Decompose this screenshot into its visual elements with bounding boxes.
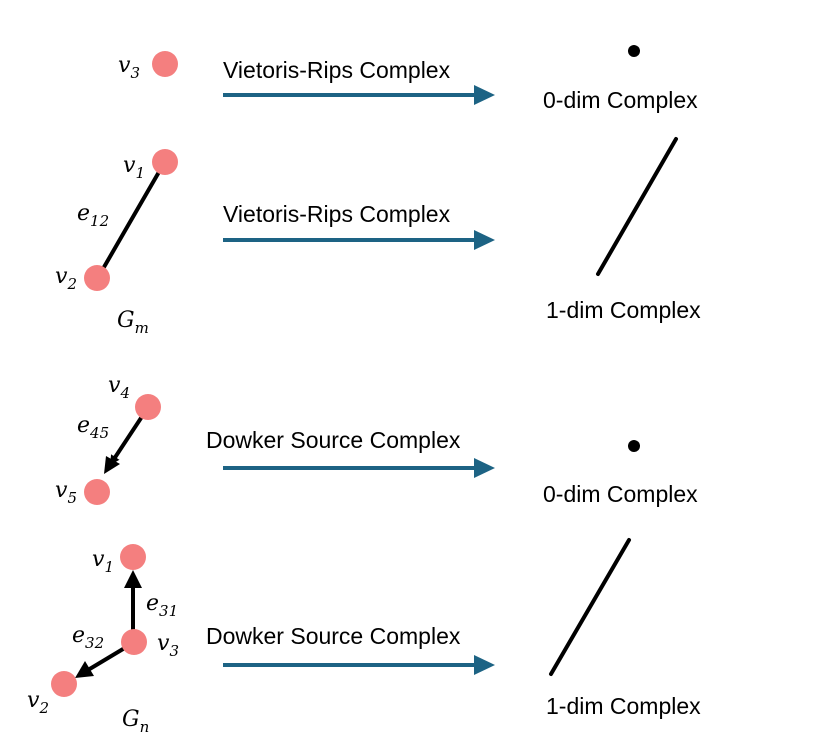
- label-v2-row2: v2: [55, 264, 77, 293]
- edge-e32: [86, 644, 130, 672]
- row1-arrow-head: [474, 85, 495, 105]
- row3-arrow-label: Dowker Source Complex: [206, 427, 461, 453]
- node-v5: [84, 479, 110, 505]
- label-v1-row2: v1: [123, 153, 145, 182]
- row4-line-simplex: [549, 538, 631, 676]
- row3-graph: v4 e45 v5: [55, 373, 161, 507]
- label-v2-row4: v2: [27, 688, 49, 717]
- label-v1-row4: v1: [92, 547, 114, 576]
- label-e31: e31: [146, 591, 178, 620]
- row2-graph: v1 e12 v2 Gm: [55, 149, 178, 337]
- row4-graph: v1 e31 e32 v3 v2 Gn: [27, 544, 179, 736]
- node-v2-row2: [84, 265, 110, 291]
- edge-e45: [109, 410, 147, 466]
- row2-result: 1-dim Complex: [546, 137, 701, 323]
- arrowhead-e31: [124, 570, 142, 588]
- row3-arrow: Dowker Source Complex: [206, 427, 495, 478]
- row3-result-label: 0-dim Complex: [543, 481, 698, 507]
- row1-arrow: Vietoris-Rips Complex: [223, 57, 495, 105]
- node-v3-row1: [152, 51, 178, 77]
- row1-result-label: 0-dim Complex: [543, 87, 698, 113]
- row4-arrow: Dowker Source Complex: [206, 623, 495, 675]
- label-v3-row4: v3: [157, 631, 179, 660]
- label-v5: v5: [55, 478, 77, 507]
- row2-arrow-label: Vietoris-Rips Complex: [223, 201, 451, 227]
- row1-result: 0-dim Complex: [543, 45, 698, 113]
- node-v2-row4: [51, 671, 77, 697]
- arrowhead-e32: [75, 661, 94, 678]
- row3-arrow-head: [474, 458, 495, 478]
- edge-e12: [98, 163, 165, 276]
- label-e45: e45: [77, 413, 109, 442]
- node-v1-row2: [152, 149, 178, 175]
- row2-arrow: Vietoris-Rips Complex: [223, 201, 495, 250]
- row1-arrow-label: Vietoris-Rips Complex: [223, 57, 451, 83]
- label-e12: e12: [77, 201, 109, 230]
- row3-result: 0-dim Complex: [543, 440, 698, 507]
- label-v3-row1: v3: [118, 53, 140, 82]
- label-e32: e32: [72, 623, 104, 652]
- label-v4: v4: [108, 373, 130, 402]
- node-v1-row4: [120, 544, 146, 570]
- node-v3-row4: [121, 629, 147, 655]
- row4-arrow-label: Dowker Source Complex: [206, 623, 461, 649]
- node-v4: [135, 394, 161, 420]
- label-Gm: Gm: [117, 308, 149, 337]
- label-Gn: Gn: [122, 707, 149, 736]
- row1-graph: v3: [118, 51, 178, 82]
- row4-result: 1-dim Complex: [546, 538, 701, 719]
- row3-point-simplex: [628, 440, 640, 452]
- row2-arrow-head: [474, 230, 495, 250]
- row4-result-label: 1-dim Complex: [546, 693, 701, 719]
- row2-result-label: 1-dim Complex: [546, 297, 701, 323]
- row2-line-simplex: [596, 137, 678, 276]
- row1-point-simplex: [628, 45, 640, 57]
- row4-arrow-head: [474, 655, 495, 675]
- arrowhead-e45: [104, 456, 120, 474]
